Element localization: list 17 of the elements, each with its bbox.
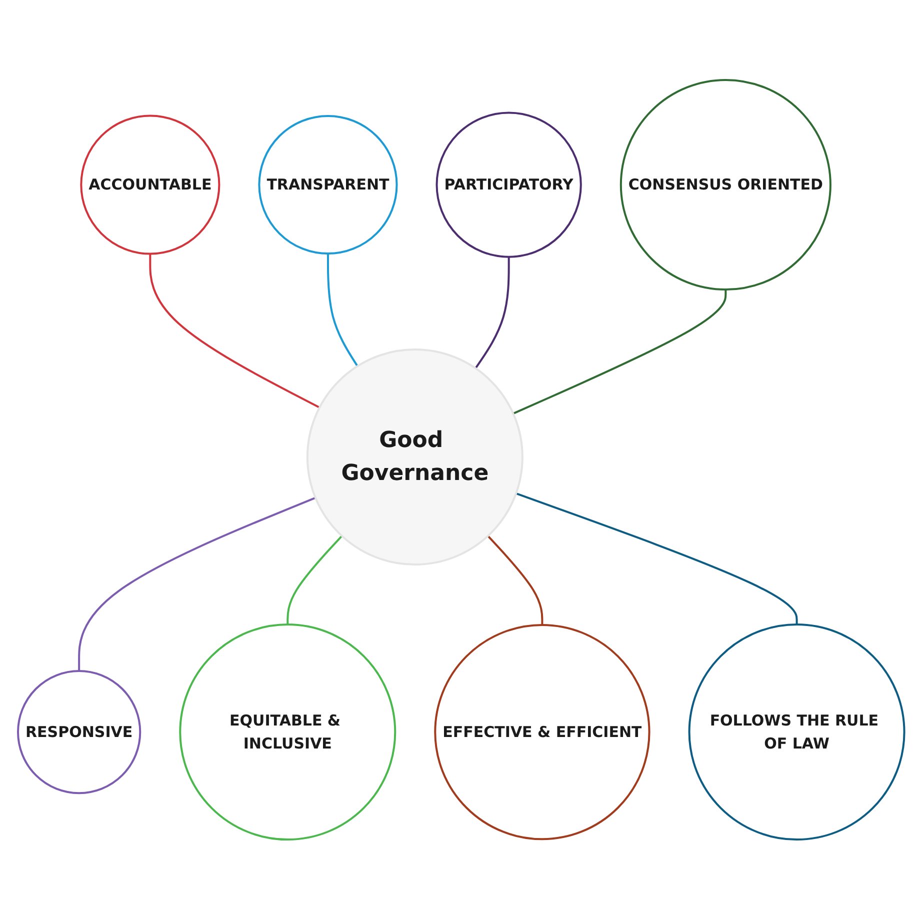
node-circle: EFFECTIVE & EFFICIENT [434, 624, 650, 840]
node-circle: PARTICIPATORY [436, 112, 582, 258]
node-circle: TRANSPARENT [258, 115, 398, 255]
connector [487, 535, 544, 626]
connector [78, 497, 316, 672]
connector [286, 535, 342, 625]
connector [516, 492, 798, 625]
node-circle: ACCOUNTABLE [80, 114, 220, 255]
node-circle: Good Governance [306, 348, 524, 566]
connector [512, 290, 727, 415]
connector [149, 254, 320, 409]
node-circle: FOLLOWS THE RULE OF LAW [688, 624, 906, 841]
connector [474, 257, 510, 370]
node-circle: CONSENSUS ORIENTED [620, 79, 832, 291]
node-circle: RESPONSIVE [16, 670, 141, 794]
connector [326, 254, 358, 367]
node-circle: EQUITABLE & INCLUSIVE [179, 624, 396, 841]
